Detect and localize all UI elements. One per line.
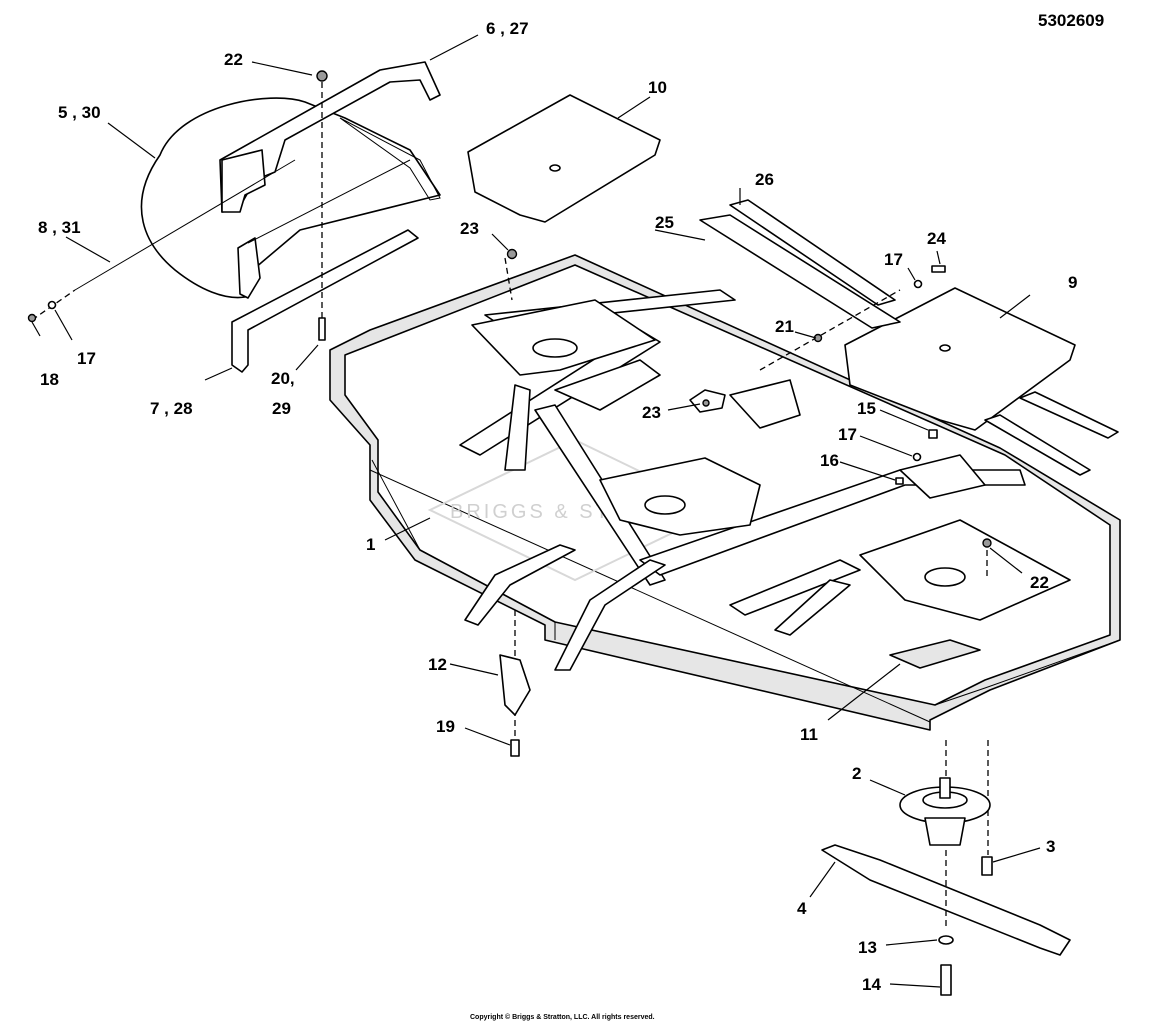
- foot-pad: [889, 639, 981, 669]
- callout-17: 17: [884, 250, 903, 269]
- callout-18: 18: [40, 370, 59, 389]
- assembly-line: [31, 289, 76, 321]
- idler-bracket: [899, 454, 986, 499]
- leader-lines: [31, 34, 1041, 988]
- callout-14: 14: [862, 975, 881, 994]
- callout-12: 12: [428, 655, 447, 674]
- access-plate: [554, 359, 661, 411]
- chute-deflector-strip: [231, 229, 419, 373]
- washer-icon: [938, 935, 954, 945]
- hinge-bracket: [499, 654, 531, 716]
- callout-24: 24: [927, 229, 946, 248]
- drawing-number: 5302609: [1038, 11, 1104, 30]
- belt-cover-left: [467, 94, 661, 223]
- callout-20-29-line1: 20,: [271, 369, 295, 388]
- callout-23: 23: [460, 219, 479, 238]
- callout-6-27: 6 , 27: [486, 19, 529, 38]
- nut-icon: [316, 70, 328, 82]
- callout-20-29-line2: 29: [272, 399, 291, 418]
- nut-icon: [702, 399, 710, 407]
- callout-21: 21: [775, 317, 794, 336]
- baffle-strip: [1019, 391, 1119, 439]
- callout-8-31: 8 , 31: [38, 218, 81, 237]
- bolt-icon: [940, 964, 952, 996]
- callout-19: 19: [436, 717, 455, 736]
- washer-icon: [912, 452, 922, 462]
- right-spindle-plate: [859, 519, 1071, 621]
- callouts: 6 , 27 22 5 , 30 8 , 31 17 18 7 , 28 20,…: [38, 19, 1077, 994]
- callout-10: 10: [648, 78, 667, 97]
- assembly-line: [504, 257, 513, 301]
- nut-icon: [27, 313, 37, 323]
- bolt-icon: [981, 856, 993, 876]
- baffle-strip: [729, 199, 896, 306]
- access-plate: [729, 379, 801, 429]
- bolt-icon: [318, 317, 326, 341]
- chute-rod: [74, 159, 296, 291]
- callout-23: 23: [642, 403, 661, 422]
- washer-icon: [47, 300, 57, 310]
- baffle-strip: [984, 414, 1091, 476]
- nut-icon: [506, 248, 518, 260]
- callout-13: 13: [858, 938, 877, 957]
- spindle-assembly: [899, 777, 991, 846]
- callout-17: 17: [77, 349, 96, 368]
- bolt-icon: [510, 739, 520, 757]
- center-spindle-plate: [599, 457, 761, 536]
- left-spindle-plate: [471, 299, 656, 376]
- callout-26: 26: [755, 170, 774, 189]
- discharge-chute: [140, 97, 441, 299]
- bracket-icon: [928, 429, 938, 439]
- nut-icon: [982, 538, 992, 548]
- copyright-notice: Copyright © Briggs & Stratton, LLC. All …: [470, 1013, 655, 1021]
- callout-22: 22: [1030, 573, 1049, 592]
- callout-9: 9: [1068, 273, 1077, 292]
- callout-1: 1: [366, 535, 375, 554]
- callout-11: 11: [800, 725, 818, 744]
- callout-5-30: 5 , 30: [58, 103, 101, 122]
- callout-2: 2: [852, 764, 861, 783]
- callout-16: 16: [820, 451, 839, 470]
- callout-22: 22: [224, 50, 243, 69]
- bolt-icon: [895, 477, 904, 485]
- callout-4: 4: [797, 899, 807, 918]
- washer-icon: [913, 279, 923, 289]
- callout-3: 3: [1046, 837, 1055, 856]
- baffle-strip: [699, 214, 901, 329]
- callout-7-28: 7 , 28: [150, 399, 193, 418]
- belt-cover-right: [844, 287, 1076, 431]
- callout-25: 25: [655, 213, 674, 232]
- callout-17: 17: [838, 425, 857, 444]
- callout-15: 15: [857, 399, 876, 418]
- bolt-icon: [931, 265, 946, 273]
- assembly-line: [759, 289, 901, 371]
